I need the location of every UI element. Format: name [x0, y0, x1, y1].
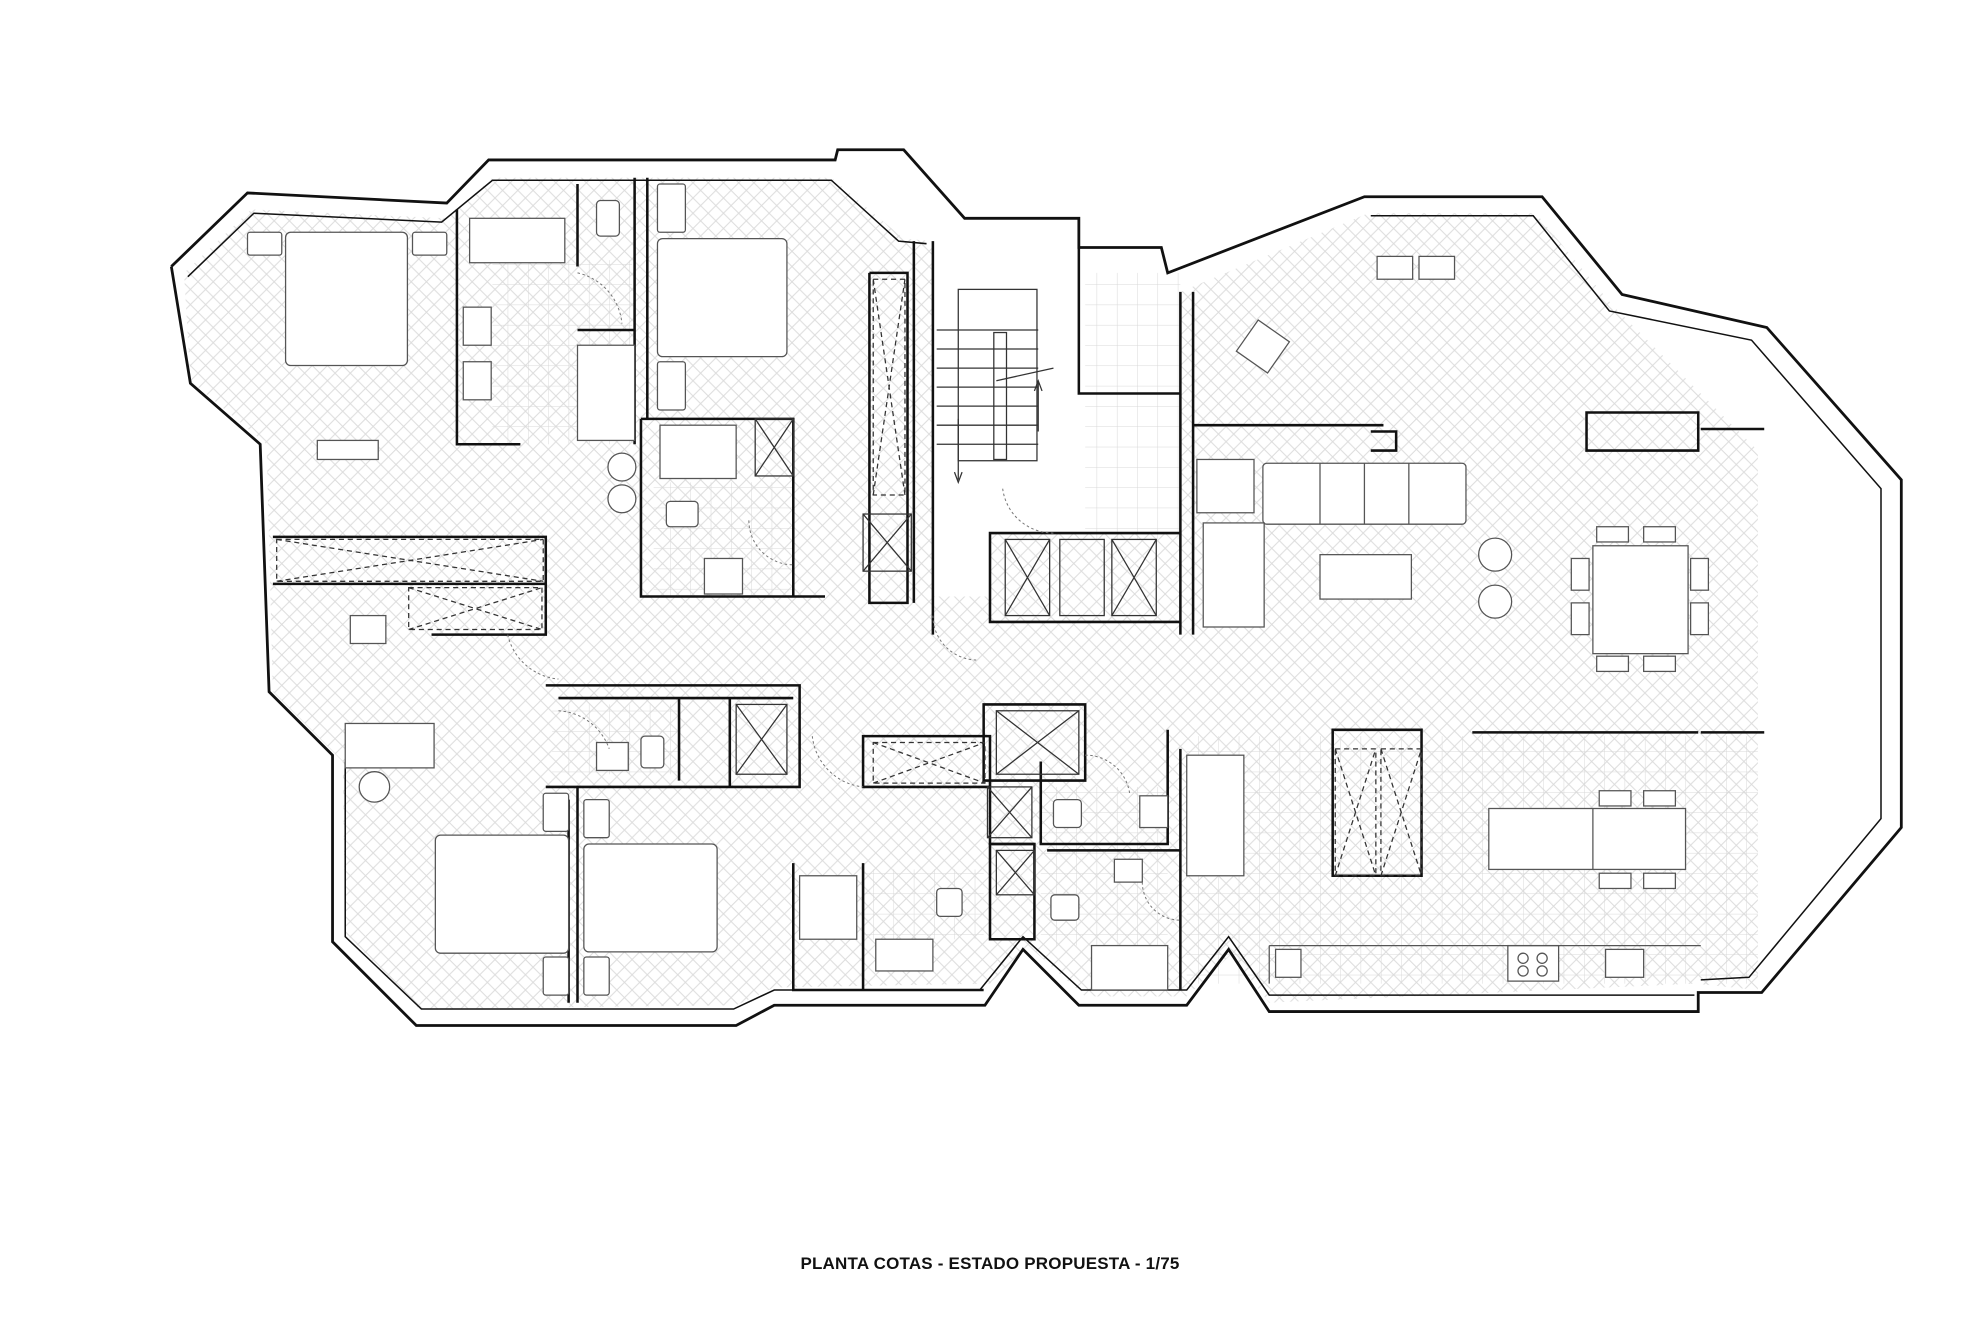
- drawing-caption: PLANTA COTAS - ESTADO PROPUESTA - 1/75: [800, 1254, 1180, 1273]
- wardrobes: [276, 278, 1423, 877]
- tiled-areas: [492, 260, 1758, 984]
- shafts: [735, 418, 1157, 896]
- door-swings: [507, 272, 1181, 921]
- staircase: [936, 288, 1054, 485]
- furniture: [316, 199, 1710, 991]
- beds: [246, 183, 788, 996]
- exterior-walls: [169, 148, 1903, 1027]
